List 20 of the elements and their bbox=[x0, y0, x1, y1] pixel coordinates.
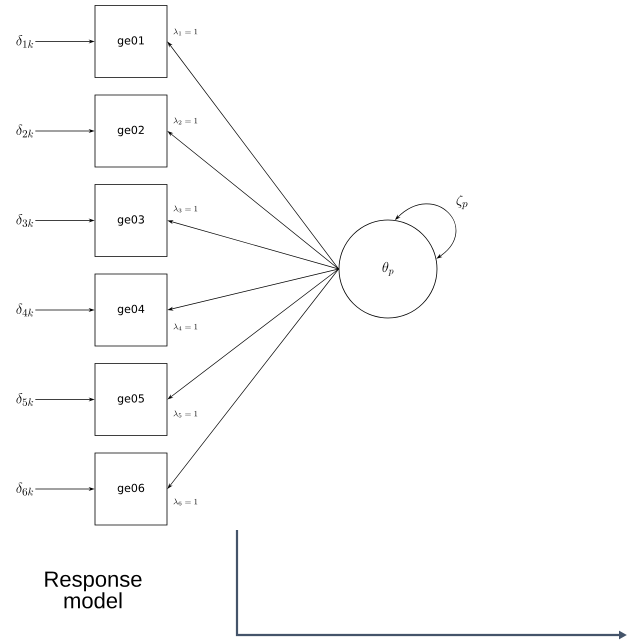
edge-label: $\lambda_1 = 1$ bbox=[174, 28, 198, 36]
error-term: $\delta_{5k}$ bbox=[16, 392, 34, 406]
item-box: ge04 bbox=[94, 274, 168, 346]
edge-label: $\lambda_4 = 1$ bbox=[174, 324, 198, 330]
item-box: ge01 bbox=[94, 5, 168, 78]
edge-label: $\lambda_6 = 1$ bbox=[174, 498, 198, 506]
edge-label: $\lambda_5 = 1$ bbox=[174, 410, 198, 418]
edge-label: $\lambda_2 = 1$ bbox=[174, 118, 198, 124]
item-box: ge06 bbox=[94, 452, 168, 526]
item-box: ge03 bbox=[94, 184, 168, 257]
error-term: $\delta_{3k}$ bbox=[16, 214, 34, 228]
error-term: $\delta_{2k}$ bbox=[16, 124, 34, 138]
item-box: ge05 bbox=[94, 363, 168, 436]
panel-title: Response model bbox=[45, 572, 142, 608]
error-term: $\delta_{4k}$ bbox=[16, 303, 34, 316]
edge-label: $\zeta_p$ bbox=[456, 194, 468, 210]
error-term: $\delta_{1k}$ bbox=[16, 34, 34, 48]
item-box: ge02 bbox=[94, 94, 168, 168]
error-term: $\delta_{6k}$ bbox=[16, 482, 34, 496]
edge-label: $\lambda_3 = 1$ bbox=[174, 206, 198, 212]
